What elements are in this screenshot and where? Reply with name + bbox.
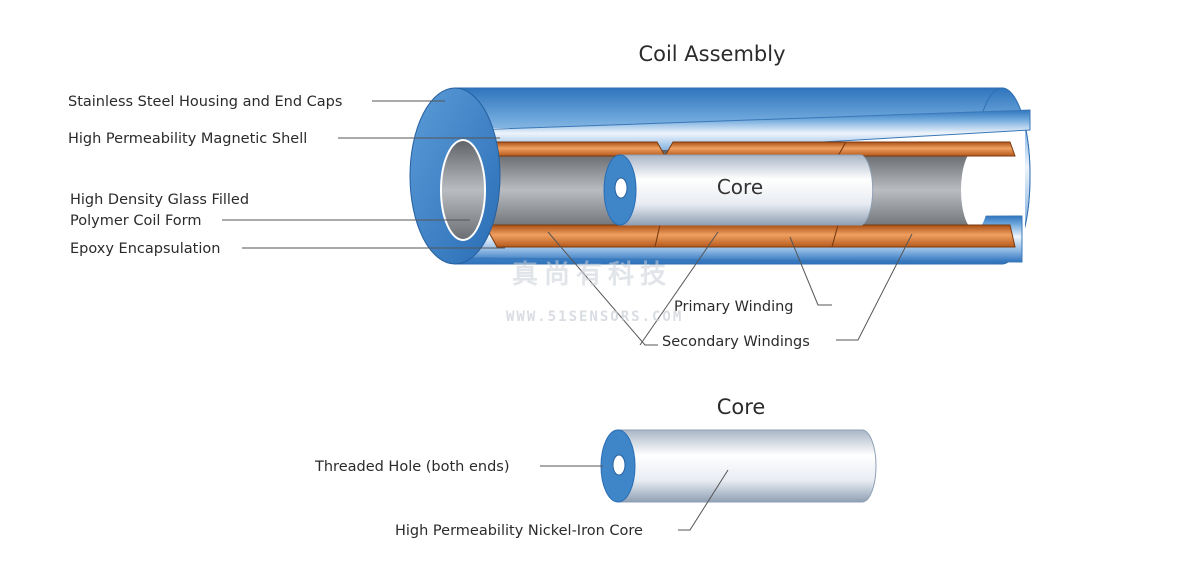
label-epoxy: Epoxy Encapsulation [70,241,220,257]
label-housing: Stainless Steel Housing and End Caps [68,94,342,110]
end-cap-bore-rim [440,139,486,241]
label-threaded-hole: Threaded Hole (both ends) [314,459,510,475]
label-secondary-windings: Secondary Windings [662,334,810,350]
assembly-title: Coil Assembly [638,42,785,66]
label-coil-form-line2: Polymer Coil Form [70,213,202,229]
winding-segment [483,141,666,157]
core-body [617,429,877,503]
label-primary-winding: Primary Winding [674,299,794,315]
core-illustration [600,429,877,503]
winding-segment [837,141,1016,157]
assembly-core-hole [614,177,628,199]
winding-segment [664,141,847,157]
assembly-core-label: Core [717,175,763,199]
winding-segment [654,224,839,248]
label-coil-form-line1: High Density Glass Filled [70,192,249,208]
label-nickel-iron-core: High Permeability Nickel-Iron Core [395,523,643,539]
core-leaders [540,465,729,531]
coil-assembly-illustration: Core [409,87,1031,265]
end-cap-bore [441,140,485,240]
label-magnetic-shell: High Permeability Magnetic Shell [68,131,307,147]
assembly-leaders [222,100,913,346]
bore-far-end [961,150,989,230]
watermark-url: WWW.51SENSORS.COM [506,309,683,325]
winding-segment [484,224,661,248]
winding-segment [831,224,1016,248]
core-title: Core [717,395,766,419]
windings-bottom [484,224,1016,248]
threaded-hole-icon [612,454,626,476]
assembly-core [619,154,874,226]
watermark-chinese: 真尚有科技 [512,260,672,290]
windings-top [483,141,1016,157]
